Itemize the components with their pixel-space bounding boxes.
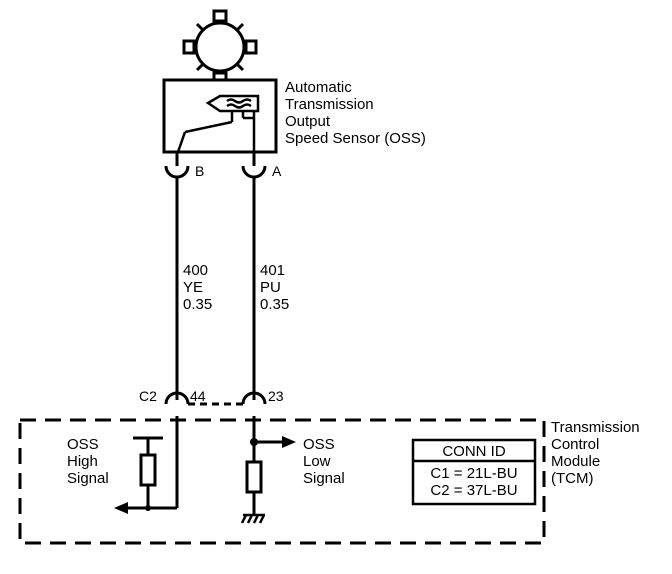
tcm-name-line-3: Module [551, 453, 600, 470]
sensor-terminal-a [241, 152, 267, 179]
sensor-name-line-2: Transmission [285, 96, 374, 113]
wire-400-circuit: 400 [183, 262, 208, 279]
arrow-left-icon [114, 502, 128, 514]
gear-sensor-icon [182, 9, 258, 85]
high-signal-line-3: Signal [67, 470, 109, 487]
resistor-icon-low [245, 460, 263, 494]
resistor-icon [139, 453, 157, 487]
conn-id-table: CONN ID C1 = 21L-BU C2 = 37L-BU [411, 438, 537, 506]
wire-400-gauge: 0.35 [183, 296, 212, 313]
conn-id-row-2: C2 = 37L-BU [430, 482, 517, 499]
connector-c2 [164, 391, 267, 406]
tcm-name-line-4: (TCM) [551, 470, 593, 487]
low-signal-line-2: Low [303, 453, 331, 470]
sensor-name-line-3: Output [285, 113, 331, 130]
sensor-coil-icon [176, 94, 260, 153]
pin-a-label: A [272, 163, 282, 179]
high-signal-line-2: High [67, 453, 98, 470]
sensor-name-line-1: Automatic [285, 79, 352, 96]
connector-name: C2 [139, 388, 157, 404]
wire-401-color: PU [260, 279, 281, 296]
wire-401-gauge: 0.35 [260, 296, 289, 313]
connector-pin-23: 23 [268, 388, 284, 404]
tcm-boundary [18, 418, 546, 545]
wire-400-color: YE [183, 279, 203, 296]
tcm-name-line-2: Control [551, 436, 599, 453]
sensor-terminal-b [164, 152, 190, 179]
high-signal-circuit [126, 416, 179, 510]
arrow-right-icon [282, 436, 296, 448]
conn-id-row-1: C1 = 21L-BU [430, 465, 517, 482]
conn-id-title: CONN ID [442, 443, 506, 460]
low-signal-line-1: OSS [303, 436, 335, 453]
ground-icon [240, 513, 266, 524]
pin-b-label: B [195, 163, 204, 179]
low-signal-line-3: Signal [303, 470, 345, 487]
high-signal-line-1: OSS [67, 436, 99, 453]
tcm-name-line-1: Transmission [551, 419, 640, 436]
junction-dot-low [250, 438, 258, 446]
wire-401-circuit: 401 [260, 262, 285, 279]
connector-pin-44: 44 [190, 388, 206, 404]
junction-dot-high [145, 505, 151, 511]
sensor-name-line-4: Speed Sensor (OSS) [285, 130, 426, 147]
